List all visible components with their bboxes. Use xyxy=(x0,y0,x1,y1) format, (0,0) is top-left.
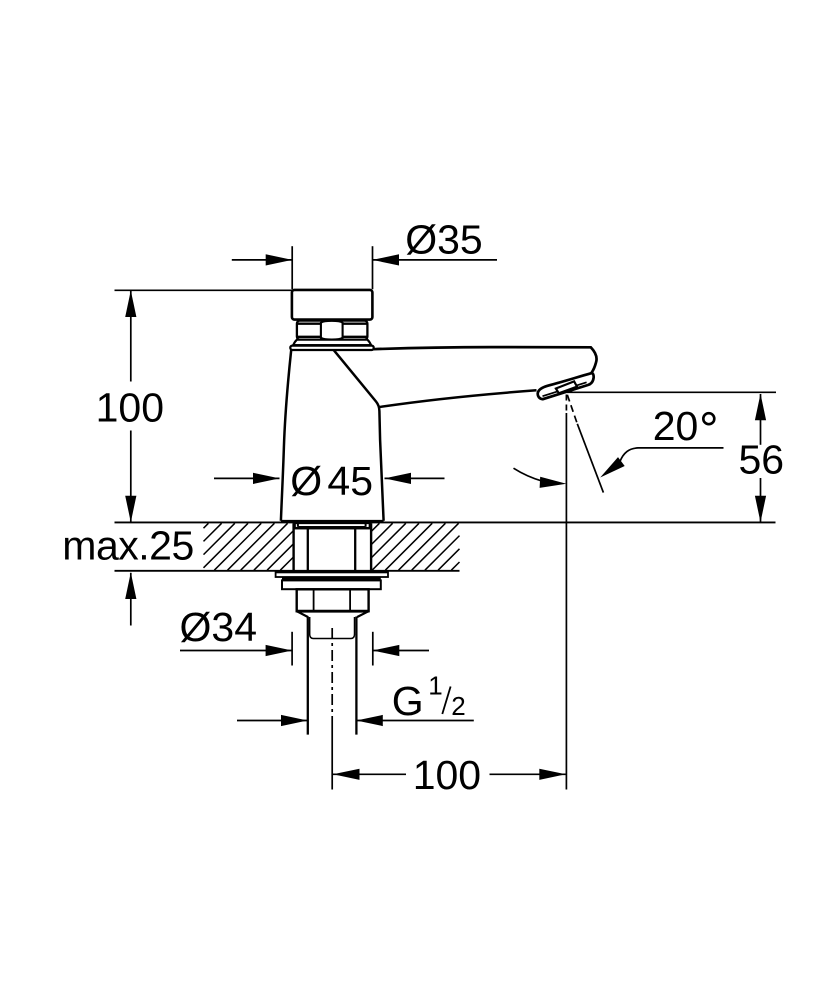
svg-text:G: G xyxy=(392,678,424,724)
svg-text:1: 1 xyxy=(428,671,442,701)
svg-text:2: 2 xyxy=(451,691,465,721)
svg-text:Ø34: Ø34 xyxy=(180,604,258,650)
svg-text:100: 100 xyxy=(413,752,481,798)
svg-text:20: 20 xyxy=(653,403,699,449)
svg-text:100: 100 xyxy=(96,385,164,431)
svg-text:45: 45 xyxy=(327,458,373,504)
svg-text:max.25: max.25 xyxy=(62,523,193,569)
svg-text:Ø35: Ø35 xyxy=(405,217,483,263)
svg-text:56: 56 xyxy=(739,437,785,483)
svg-text:Ø: Ø xyxy=(290,458,322,504)
